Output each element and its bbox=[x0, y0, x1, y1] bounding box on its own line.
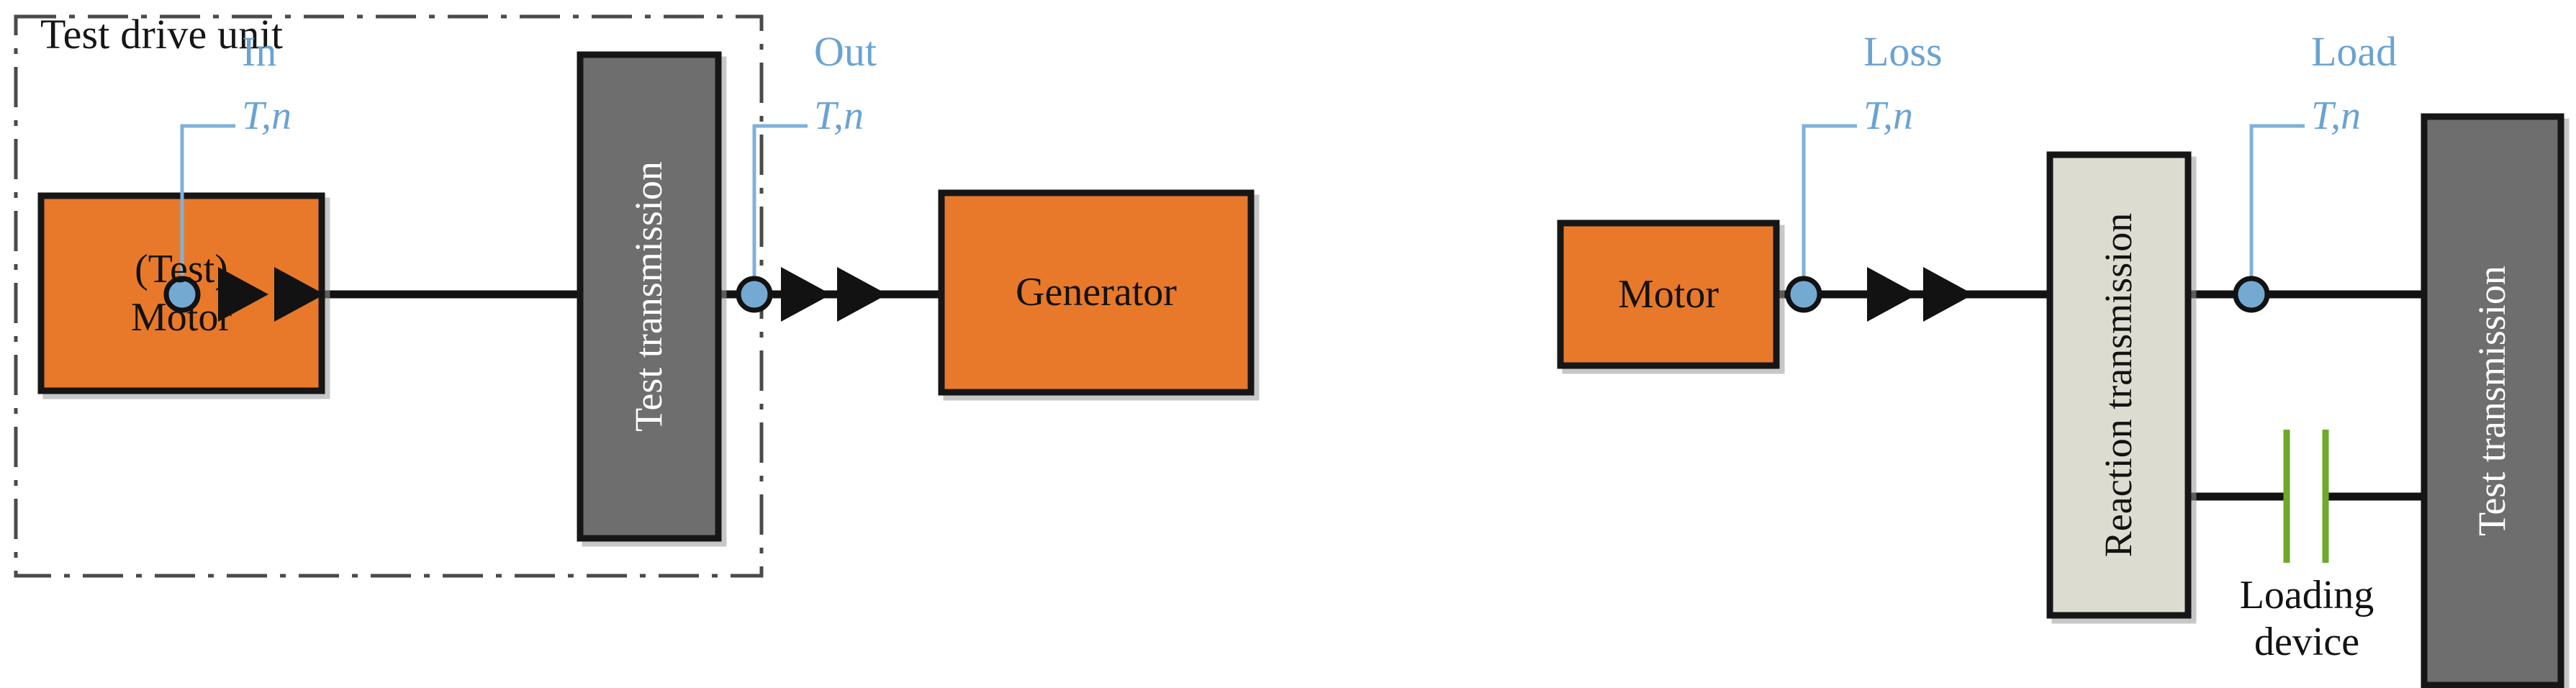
measurement-label-in-name: In bbox=[242, 27, 277, 75]
measurement-label-out: Out T,n bbox=[814, 7, 877, 160]
loading-device-label-line2: device bbox=[2254, 619, 2360, 664]
measurement-dot-load bbox=[2233, 276, 2270, 313]
measurement-label-loss-name: Loss bbox=[1863, 27, 1943, 75]
generator-box bbox=[938, 189, 1255, 396]
measurement-label-loss: Loss T,n bbox=[1863, 7, 1943, 160]
rotation-arrows-out bbox=[781, 267, 887, 322]
measurement-label-in: In T,n bbox=[242, 7, 292, 160]
loading-device-label-line1: Loading bbox=[2239, 573, 2374, 617]
measurement-label-load-name: Load bbox=[2311, 27, 2398, 75]
test-transmission-left-label-text: Test transmission bbox=[627, 161, 671, 432]
test-transmission-right-label: Test transmission bbox=[2208, 266, 2576, 536]
test-transmission-right-label-text: Test transmission bbox=[2470, 266, 2514, 536]
measurement-label-loss-symbols: T,n bbox=[1863, 94, 1913, 139]
measurement-dot-out bbox=[736, 276, 773, 313]
measurement-dot-in bbox=[163, 276, 201, 313]
loading-device-label: Loading device bbox=[2210, 572, 2404, 666]
rotation-arrows-in bbox=[218, 267, 325, 322]
test-transmission-box-right bbox=[2421, 113, 2564, 688]
leader-line-load bbox=[2249, 124, 2305, 294]
rotation-arrows-loss bbox=[1867, 267, 1974, 322]
measurement-label-load: Load T,n bbox=[2311, 7, 2397, 160]
reaction-transmission-label-text: Reaction transmission bbox=[2097, 212, 2141, 558]
measurement-label-out-symbols: T,n bbox=[814, 94, 864, 139]
leader-line-in bbox=[180, 124, 235, 294]
measurement-label-load-symbols: T,n bbox=[2311, 94, 2361, 139]
motor-box-right bbox=[1557, 219, 1780, 369]
leader-line-out bbox=[752, 124, 808, 294]
measurement-label-in-symbols: T,n bbox=[242, 94, 292, 139]
leader-line-loss bbox=[1802, 124, 1857, 294]
frame-title: Test drive unit bbox=[40, 11, 284, 58]
reaction-transmission-box bbox=[2046, 151, 2192, 619]
measurement-label-out-name: Out bbox=[814, 27, 877, 75]
measurement-dot-loss bbox=[1785, 276, 1822, 313]
loading-device-clutch bbox=[2283, 430, 2329, 563]
test-transmission-box-left bbox=[577, 51, 722, 542]
test-transmission-left-label: Test transmission bbox=[407, 161, 891, 432]
